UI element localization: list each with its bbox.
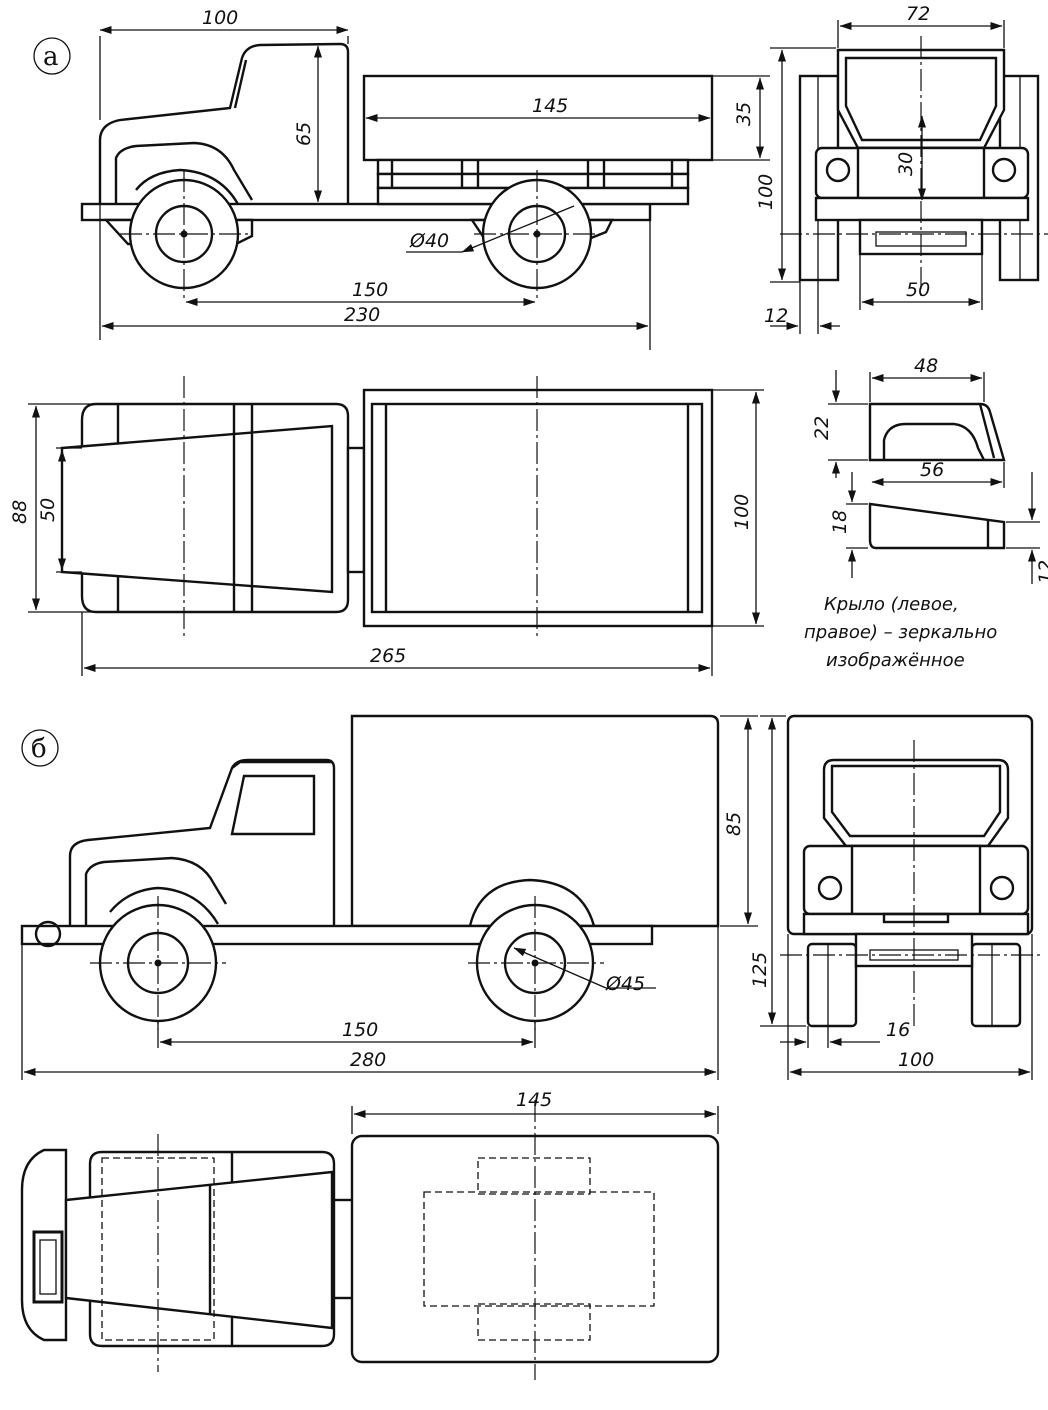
dim-fender-22: 22 bbox=[811, 416, 833, 440]
plan-body bbox=[362, 388, 714, 628]
van-cab-window bbox=[230, 774, 316, 836]
view-a-front: 72 30 100 50 12 bbox=[755, 3, 1048, 334]
dim-b-145: 145 bbox=[516, 1089, 552, 1111]
dim-a-65: 65 bbox=[293, 122, 315, 146]
label-b-circle bbox=[21, 729, 59, 767]
dim-a-230: 230 bbox=[344, 304, 380, 326]
plan-hood bbox=[60, 424, 334, 594]
dim-fender-48: 48 bbox=[914, 355, 938, 377]
dim-b-280: 280 bbox=[350, 1049, 386, 1071]
view-b-side: б 85 Ø45 150 280 bbox=[20, 714, 758, 1080]
van-body bbox=[350, 714, 720, 928]
dim-a-12-front: 12 bbox=[764, 305, 788, 327]
fender-note-1: Крыло (левое, bbox=[824, 594, 959, 615]
dim-b-85: 85 bbox=[723, 812, 745, 836]
label-a: а bbox=[43, 42, 59, 72]
dim-a-50-plan: 50 bbox=[37, 498, 59, 522]
cab-fender-inner bbox=[135, 168, 242, 209]
fender-plan bbox=[868, 502, 1006, 550]
body-sill bbox=[376, 158, 690, 176]
fender-detail: 48 22 56 18 12 Крыло (левое, правое) – з… bbox=[804, 355, 1048, 671]
view-b-front: 125 16 100 bbox=[749, 714, 1040, 1080]
view-a-plan: 88 50 100 265 bbox=[9, 376, 764, 676]
dim-a-150: 150 bbox=[352, 279, 388, 301]
dim-b-100: 100 bbox=[898, 1049, 934, 1071]
dim-a-50-front: 50 bbox=[906, 279, 930, 301]
label-b: б bbox=[31, 734, 47, 764]
dim-a-30: 30 bbox=[895, 152, 917, 176]
cab-window bbox=[233, 59, 248, 109]
cab-outline bbox=[98, 42, 350, 204]
dim-a-145: 145 bbox=[532, 95, 568, 117]
dim-a-265: 265 bbox=[370, 645, 406, 667]
van-cab bbox=[68, 758, 336, 926]
dim-a-72: 72 bbox=[906, 3, 930, 25]
dim-a-88: 88 bbox=[9, 500, 31, 524]
dim-a-dia40: Ø40 bbox=[409, 230, 449, 252]
dim-a-100-front: 100 bbox=[755, 174, 777, 210]
dim-fender-12: 12 bbox=[1035, 560, 1048, 584]
view-b-plan: 145 bbox=[20, 1089, 720, 1380]
dim-a-100-top: 100 bbox=[202, 7, 238, 29]
dim-fender-56: 56 bbox=[920, 459, 944, 481]
label-a-circle bbox=[33, 37, 71, 75]
fender-side bbox=[868, 402, 1006, 462]
dim-b-150: 150 bbox=[342, 1019, 378, 1041]
dim-fender-18: 18 bbox=[829, 510, 851, 534]
fender-note-2: правое) – зеркально bbox=[804, 622, 997, 643]
dim-a-35: 35 bbox=[733, 102, 755, 126]
dim-b-125: 125 bbox=[749, 952, 771, 988]
dim-b-16: 16 bbox=[886, 1019, 910, 1041]
dim-b-dia45: Ø45 bbox=[605, 973, 645, 995]
plan-bumper bbox=[20, 1148, 68, 1342]
cab-fender bbox=[114, 141, 254, 204]
dim-a-100-plan: 100 bbox=[731, 494, 753, 530]
fender-note-3: изображённое bbox=[826, 650, 965, 671]
view-a-side: а bbox=[33, 7, 770, 350]
